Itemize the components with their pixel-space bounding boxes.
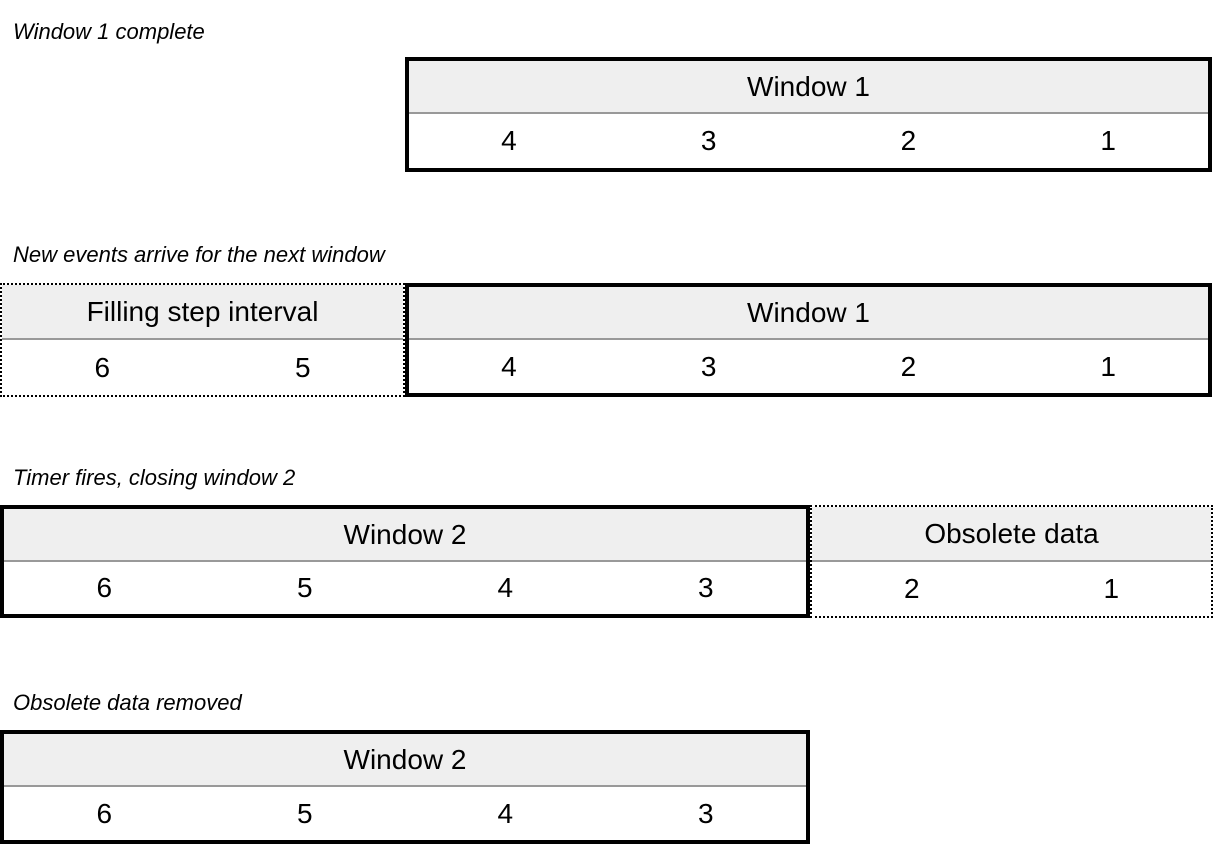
event-cell: 3 bbox=[700, 125, 717, 156]
stage-label-window1-complete: Window 1 complete bbox=[13, 19, 205, 44]
stage-label-new-events: New events arrive for the next window bbox=[13, 242, 385, 267]
event-cell: 6 bbox=[96, 797, 113, 829]
table-title: Filling step interval bbox=[2, 285, 403, 340]
event-cell: 6 bbox=[94, 351, 111, 383]
stage-label-obsolete-removed: Obsolete data removed bbox=[13, 690, 242, 715]
event-cell: 3 bbox=[700, 350, 717, 382]
event-cell: 4 bbox=[497, 797, 514, 829]
event-cell: 5 bbox=[296, 797, 313, 829]
event-cell: 2 bbox=[903, 573, 920, 604]
event-cell: 3 bbox=[697, 572, 714, 603]
event-cell: 5 bbox=[294, 351, 311, 383]
filling-step-interval-table: Filling step interval 6 5 bbox=[0, 283, 405, 397]
event-cell: 4 bbox=[501, 350, 517, 382]
table-title: Window 1 bbox=[409, 287, 1208, 340]
event-cell: 2 bbox=[900, 125, 917, 156]
event-cell: 1 bbox=[1103, 573, 1120, 604]
events-row: 6 5 bbox=[2, 340, 403, 395]
event-cell: 4 bbox=[497, 572, 514, 603]
window1-table: Window 1 4 3 2 1 bbox=[405, 283, 1212, 397]
events-row: 4 3 2 1 bbox=[409, 340, 1208, 393]
table-title: Obsolete data bbox=[812, 507, 1211, 562]
events-row: 4 3 2 1 bbox=[409, 114, 1208, 168]
events-row: 6 5 4 3 bbox=[4, 562, 806, 614]
event-cell: 4 bbox=[501, 125, 517, 156]
stage-label-timer-fires: Timer fires, closing window 2 bbox=[13, 465, 296, 490]
event-cell: 3 bbox=[697, 797, 714, 829]
event-cell: 5 bbox=[296, 572, 313, 603]
window1-table: Window 1 4 3 2 1 bbox=[405, 57, 1212, 172]
event-cell: 1 bbox=[1100, 350, 1116, 382]
window2-table: Window 2 6 5 4 3 bbox=[0, 505, 810, 618]
events-row: 6 5 4 3 bbox=[4, 787, 806, 840]
window2-table: Window 2 6 5 4 3 bbox=[0, 730, 810, 844]
obsolete-data-table: Obsolete data 2 1 bbox=[810, 505, 1213, 618]
events-row: 2 1 bbox=[812, 562, 1211, 616]
table-title: Window 1 bbox=[409, 61, 1208, 114]
table-title: Window 2 bbox=[4, 509, 806, 562]
event-cell: 2 bbox=[900, 350, 917, 382]
table-title: Window 2 bbox=[4, 734, 806, 787]
event-cell: 1 bbox=[1100, 125, 1116, 156]
event-cell: 6 bbox=[96, 572, 113, 603]
